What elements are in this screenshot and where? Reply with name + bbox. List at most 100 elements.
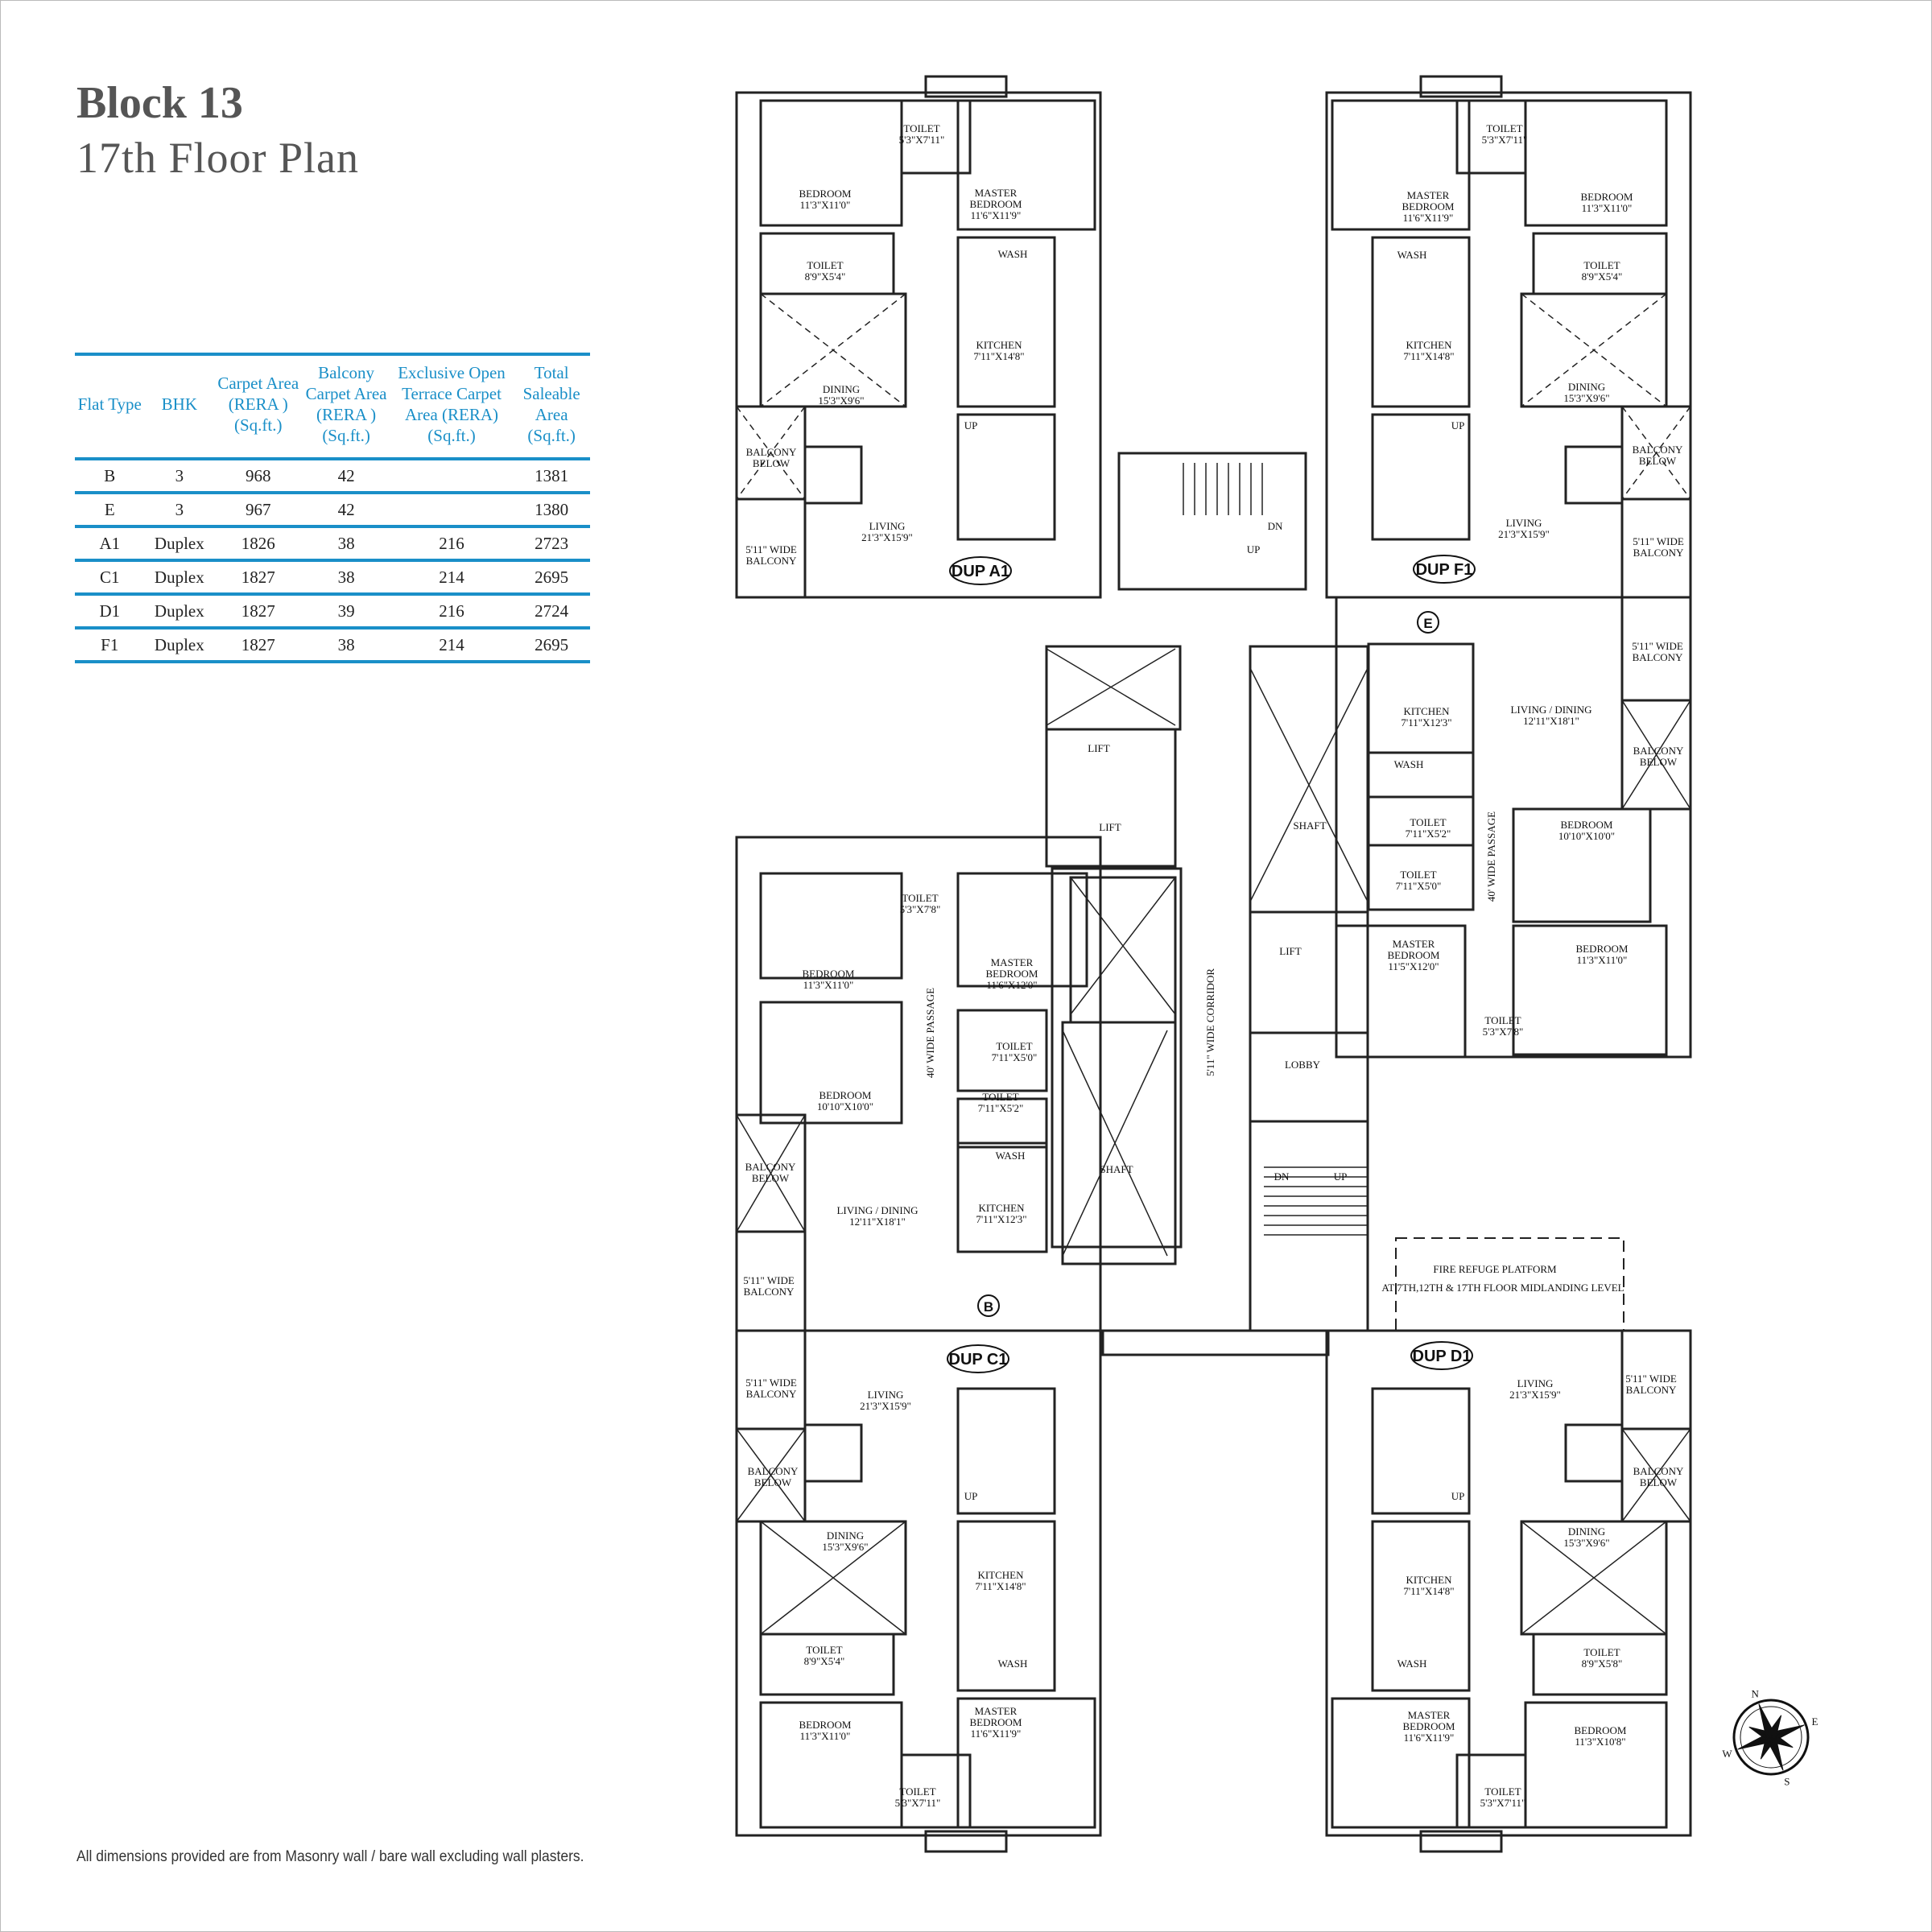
room-label: TOILET — [1583, 1646, 1620, 1658]
table-cell: 42 — [302, 493, 390, 528]
room-label: 15'3"X9'6" — [1563, 1537, 1609, 1549]
wall — [803, 445, 863, 505]
compass-letter: N — [1751, 1687, 1759, 1699]
room-label: 5'3"X7'11" — [1482, 134, 1528, 146]
wall — [956, 872, 1088, 988]
unit-tag-label: E — [1423, 616, 1432, 631]
table-cell: 38 — [302, 526, 390, 562]
room-label: UP — [964, 419, 978, 431]
room-label: 11'3"X11'0" — [1577, 954, 1628, 966]
room-label: BEDROOM — [969, 198, 1022, 210]
table-cell: 2695 — [513, 560, 590, 596]
room-label: LIVING — [1517, 1377, 1554, 1389]
wall — [1367, 642, 1475, 754]
room-label: DINING — [1568, 1525, 1605, 1538]
room-label: AT 7TH,12TH & 17TH FLOOR MIDLANDING LEVE… — [1381, 1282, 1624, 1294]
table-header-row: Flat Type BHK Carpet Area (RERA ) (Sq.ft… — [75, 353, 590, 460]
room-label: BALCONY — [745, 1161, 796, 1173]
room-label: LIVING — [868, 1389, 904, 1401]
table-cell: Duplex — [144, 628, 215, 663]
wall — [900, 1753, 972, 1829]
room-label: 15'3"X9'6" — [818, 394, 864, 407]
wall — [1249, 1120, 1369, 1332]
wall — [1371, 236, 1471, 408]
room-label: 8'9"X5'8" — [1582, 1657, 1623, 1670]
room-label: WASH — [998, 1657, 1028, 1670]
unit-tag: DUP C1 — [947, 1344, 1009, 1373]
room-label: TOILET — [806, 1644, 842, 1656]
cross-mark — [1621, 406, 1691, 500]
room-label: TOILET — [807, 259, 843, 271]
room-label: LIVING / DINING — [836, 1204, 918, 1216]
table-cell: D1 — [75, 594, 145, 630]
wall — [735, 1230, 807, 1332]
wall — [1564, 445, 1624, 505]
wall — [759, 872, 903, 980]
room-label: UP — [1334, 1170, 1348, 1183]
room-label: FIRE REFUGE PLATFORM — [1433, 1263, 1557, 1275]
table-cell: 1380 — [513, 493, 590, 528]
table-cell: 1827 — [214, 560, 303, 596]
room-label: DINING — [823, 383, 860, 395]
room-label: 15'3"X9'6" — [1563, 392, 1609, 404]
table-cell: 1381 — [513, 459, 590, 494]
room-label: 11'3"X11'0" — [803, 979, 854, 991]
room-label: BELOW — [752, 1172, 790, 1184]
passage-label: 40' WIDE PASSAGE — [924, 988, 936, 1078]
room-label: 11'6"X11'9" — [971, 1728, 1022, 1740]
cross-mark — [760, 1521, 906, 1635]
room-label: BALCONY — [1633, 651, 1683, 663]
table-cell: F1 — [75, 628, 145, 663]
room-label: SHAFT — [1100, 1163, 1133, 1175]
room-label: MASTER — [975, 187, 1018, 199]
unit-tag: DUP F1 — [1413, 555, 1476, 584]
col-saleable-area: Total Saleable Area (Sq.ft.) — [513, 353, 590, 460]
room-label: BEDROOM — [802, 968, 854, 980]
room-label: 5'11" WIDE — [745, 543, 797, 555]
room-label: BALCONY — [1633, 1465, 1684, 1477]
wall — [759, 1001, 903, 1125]
room-label: BEDROOM — [1574, 1724, 1626, 1736]
room-label: 11'6"X11'9" — [1404, 1732, 1455, 1744]
room-label: WASH — [1394, 758, 1424, 770]
wall — [956, 413, 1056, 541]
wall — [924, 75, 1008, 98]
table-cell: A1 — [75, 526, 145, 562]
cross-mark — [736, 406, 806, 500]
wall — [1249, 1031, 1369, 1123]
wall — [956, 1387, 1056, 1515]
room-label: 21'3"X15'9" — [861, 531, 913, 543]
wall — [956, 236, 1056, 408]
col-terrace-area: Exclusive Open Terrace Carpet Area (RERA… — [390, 353, 514, 460]
wall — [1419, 1830, 1503, 1853]
page-header: Block 13 17th Floor Plan — [76, 76, 359, 186]
room-label: UP — [1451, 1490, 1465, 1502]
room-label: 11'3"X11'0" — [800, 199, 851, 211]
room-label: SHAFT — [1293, 819, 1326, 832]
cross-mark — [1521, 293, 1667, 407]
room-label: WASH — [1397, 1657, 1427, 1670]
cross-mark — [1621, 1428, 1691, 1522]
shaft-cross — [1621, 700, 1691, 810]
wall — [735, 497, 807, 599]
wall — [735, 836, 1102, 1332]
table-cell: Duplex — [144, 560, 215, 596]
wall — [1061, 1021, 1177, 1265]
room-label: BALCONY — [746, 1388, 797, 1400]
table-cell: C1 — [75, 560, 145, 596]
room-label: 7'11"X5'0" — [1396, 880, 1442, 892]
room-label: 11'5"X12'0" — [1388, 960, 1439, 972]
room-label: 5'3"X7'11" — [1480, 1797, 1526, 1809]
shaft-cross — [1249, 667, 1368, 902]
room-label: TOILET — [1400, 869, 1436, 881]
floor-title: 17th Floor Plan — [76, 134, 360, 182]
wall — [803, 1423, 863, 1483]
room-label: LIVING — [869, 520, 906, 532]
room-label: 8'9"X5'4" — [804, 1655, 845, 1667]
shaft-cross — [736, 1114, 806, 1232]
room-label: 11'6"X11'9" — [971, 209, 1022, 221]
